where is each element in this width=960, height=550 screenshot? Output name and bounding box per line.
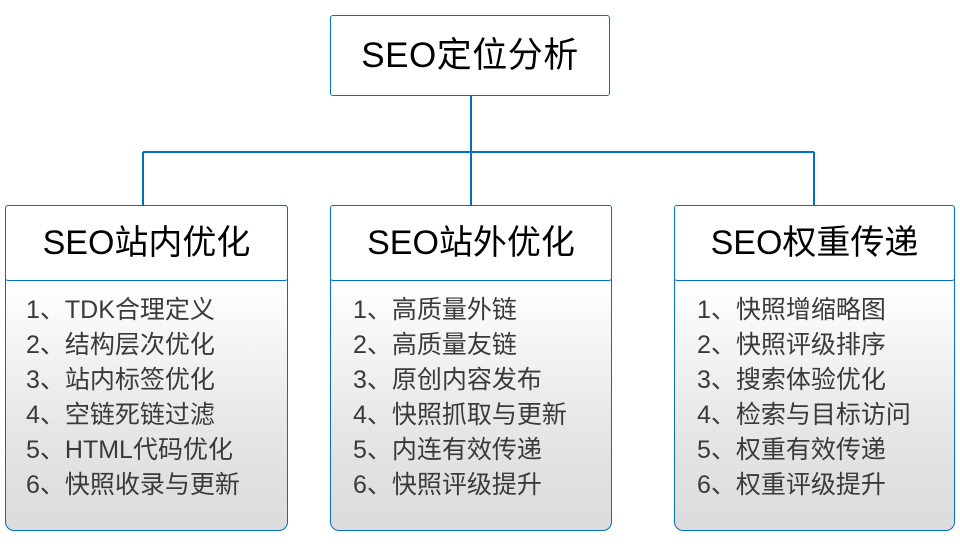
item-number: 2、 [26,331,65,360]
list-item[interactable]: 3、搜索体验优化 [675,363,954,398]
branch-column-seo-weight: SEO权重传递 1、快照增缩略图 2、快照评级排序 3、搜索体验优化 4、检索与… [674,205,955,532]
item-label: TDK合理定义 [64,296,215,325]
branch-column-seo-offsite: SEO站外优化 1、高质量外链 2、高质量友链 3、原创内容发布 4、快照抓取与… [330,205,612,532]
item-label: 权重评级提升 [735,471,886,500]
branch-header-0[interactable]: SEO站内优化 [5,205,288,281]
item-number: 5、 [697,436,736,465]
list-item[interactable]: 4、快照抓取与更新 [331,398,611,433]
list-item[interactable]: 4、检索与目标访问 [675,398,954,433]
item-number: 5、 [26,436,65,465]
list-item[interactable]: 6、快照评级提升 [331,468,611,503]
list-item[interactable]: 2、高质量友链 [331,328,611,363]
item-label: HTML代码优化 [64,436,233,465]
branch-header-label-1: SEO站外优化 [367,224,575,262]
item-number: 4、 [697,401,736,430]
item-label: 快照增缩略图 [735,296,886,325]
list-item[interactable]: 5、权重有效传递 [675,433,954,468]
branch-header-label-2: SEO权重传递 [710,224,919,262]
item-number: 3、 [697,366,736,395]
item-list-2: 1、快照增缩略图 2、快照评级排序 3、搜索体验优化 4、检索与目标访问 5、权… [675,293,954,503]
item-label: 内连有效传递 [391,436,542,465]
branch-body-0: 1、TDK合理定义 2、结构层次优化 3、站内标签优化 4、空链死链过滤 5、H… [5,279,288,532]
list-item[interactable]: 5、内连有效传递 [331,433,611,468]
item-number: 3、 [26,366,65,395]
item-number: 6、 [26,471,65,500]
list-item[interactable]: 2、快照评级排序 [675,328,954,363]
item-label: 快照收录与更新 [64,471,240,500]
list-item[interactable]: 1、高质量外链 [331,293,611,328]
branch-header-label-0: SEO站内优化 [42,224,251,262]
list-item[interactable]: 3、站内标签优化 [6,363,287,398]
item-list-0: 1、TDK合理定义 2、结构层次优化 3、站内标签优化 4、空链死链过滤 5、H… [6,293,287,503]
branch-header-1[interactable]: SEO站外优化 [330,205,612,281]
item-number: 6、 [697,471,736,500]
branch-column-seo-onsite: SEO站内优化 1、TDK合理定义 2、结构层次优化 3、站内标签优化 4、空链… [5,205,288,532]
item-label: 站内标签优化 [64,366,215,395]
item-number: 5、 [353,436,392,465]
item-label: 快照抓取与更新 [391,401,567,430]
item-number: 1、 [26,296,65,325]
branch-body-1: 1、高质量外链 2、高质量友链 3、原创内容发布 4、快照抓取与更新 5、内连有… [330,279,612,532]
item-number: 3、 [353,366,392,395]
item-number: 6、 [353,471,392,500]
item-label: 权重有效传递 [735,436,886,465]
list-item[interactable]: 1、快照增缩略图 [675,293,954,328]
item-number: 4、 [26,401,65,430]
root-node[interactable]: SEO定位分析 [330,15,610,96]
item-label: 结构层次优化 [64,331,215,360]
item-list-1: 1、高质量外链 2、高质量友链 3、原创内容发布 4、快照抓取与更新 5、内连有… [331,293,611,503]
item-label: 快照评级排序 [735,331,886,360]
item-label: 高质量外链 [391,296,517,325]
item-number: 2、 [353,331,392,360]
branch-body-2: 1、快照增缩略图 2、快照评级排序 3、搜索体验优化 4、检索与目标访问 5、权… [674,279,955,532]
item-number: 1、 [353,296,392,325]
branch-header-2[interactable]: SEO权重传递 [674,205,955,281]
root-node-label: SEO定位分析 [361,36,579,75]
item-number: 2、 [697,331,736,360]
item-number: 4、 [353,401,392,430]
list-item[interactable]: 1、TDK合理定义 [6,293,287,328]
item-label: 快照评级提升 [391,471,542,500]
list-item[interactable]: 6、快照收录与更新 [6,468,287,503]
item-label: 原创内容发布 [391,366,542,395]
item-label: 空链死链过滤 [64,401,215,430]
list-item[interactable]: 5、HTML代码优化 [6,433,287,468]
item-label: 检索与目标访问 [735,401,911,430]
list-item[interactable]: 6、权重评级提升 [675,468,954,503]
item-label: 搜索体验优化 [735,366,886,395]
list-item[interactable]: 4、空链死链过滤 [6,398,287,433]
item-number: 1、 [697,296,736,325]
item-label: 高质量友链 [391,331,517,360]
list-item[interactable]: 3、原创内容发布 [331,363,611,398]
list-item[interactable]: 2、结构层次优化 [6,328,287,363]
